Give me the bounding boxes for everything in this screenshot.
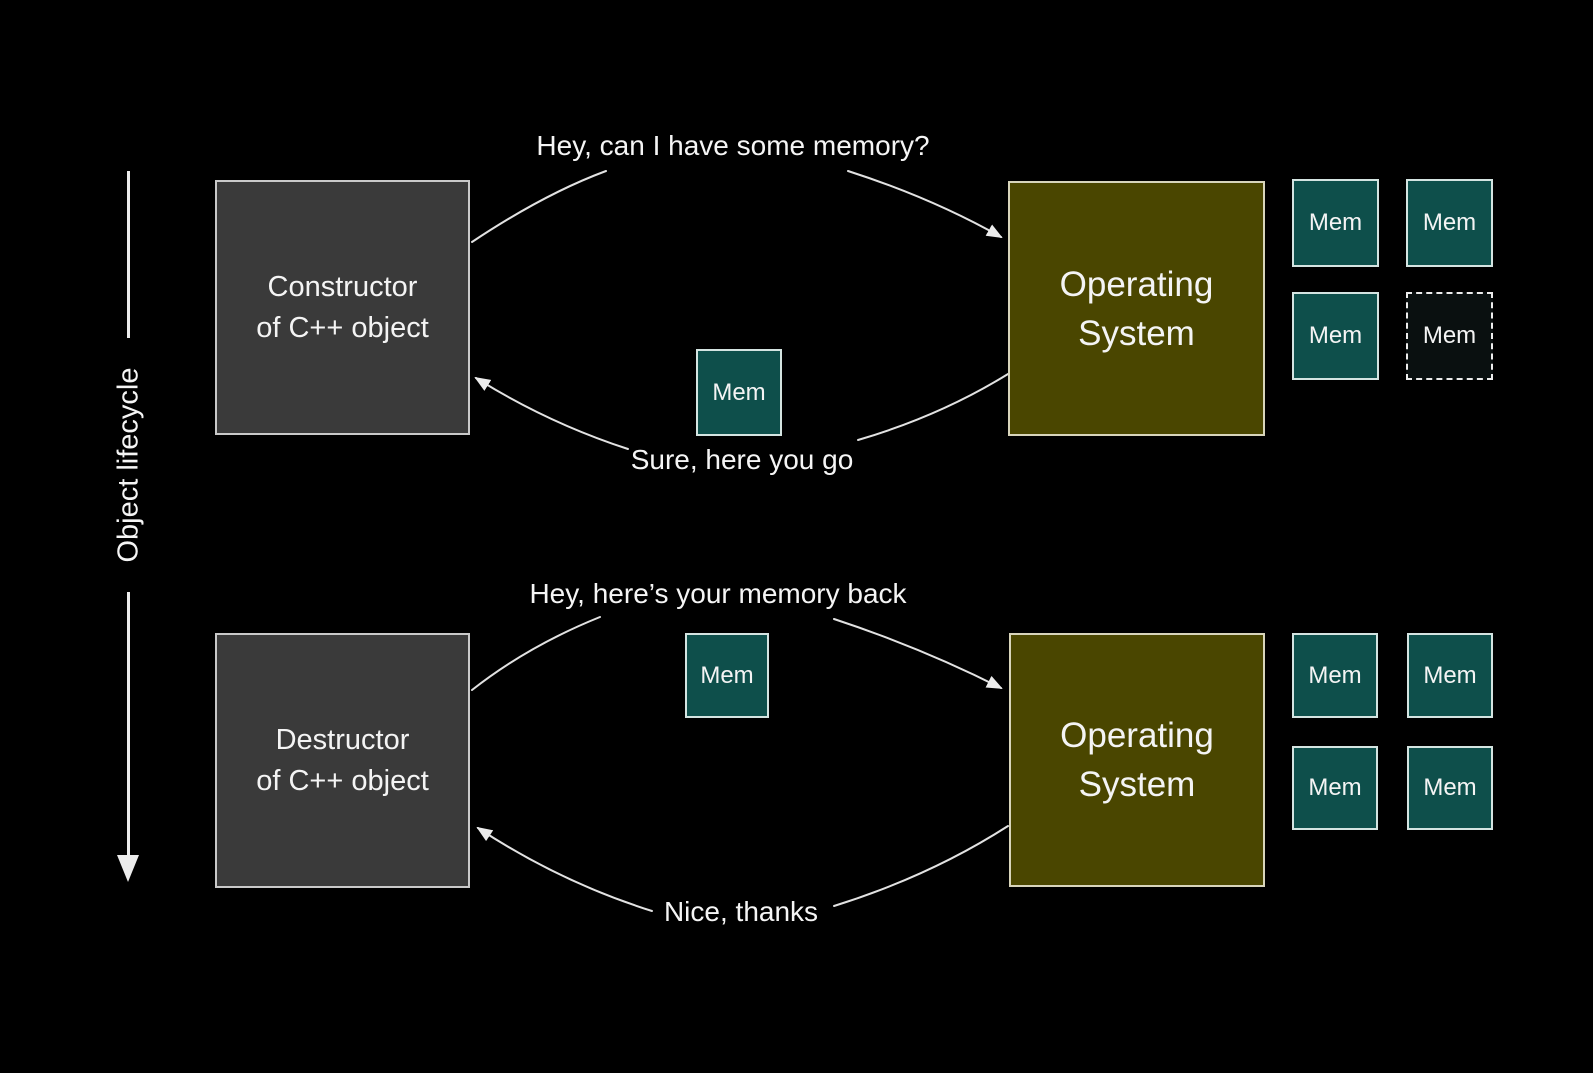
lifecycle-axis-line-top xyxy=(127,171,130,338)
alloc-pool-mem-4-label: Mem xyxy=(1422,322,1477,349)
operating-system-box-bottom: Operating System xyxy=(1009,633,1265,887)
alloc-response-label: Sure, here you go xyxy=(630,444,854,475)
alloc-pool-mem-2-label: Mem xyxy=(1422,209,1477,236)
dealloc-transfer-mem-label: Mem xyxy=(700,661,754,689)
alloc-pool-mem-2: Mem xyxy=(1406,179,1493,267)
constructor-box-label-line1: Constructor xyxy=(267,270,418,303)
dealloc-pool-mem-4-label: Mem xyxy=(1423,774,1477,801)
os-bottom-label-line2: System xyxy=(1078,765,1196,804)
alloc-pool-mem-4-freed: Mem xyxy=(1406,292,1493,380)
lifecycle-axis-line-bottom xyxy=(127,592,130,856)
lifecycle-axis-label: Object lifecycle xyxy=(112,367,145,563)
destructor-box: Destructor of C++ object xyxy=(215,633,470,888)
dealloc-pool-mem-4: Mem xyxy=(1407,746,1493,830)
dealloc-request-arc-right xyxy=(833,618,1003,689)
alloc-pool-mem-1-label: Mem xyxy=(1308,209,1363,236)
dealloc-response-label: Nice, thanks xyxy=(663,896,819,927)
dealloc-pool-mem-1: Mem xyxy=(1292,633,1378,718)
alloc-transfer-mem-chip: Mem xyxy=(696,349,782,436)
alloc-transfer-mem-label: Mem xyxy=(712,378,766,406)
dealloc-response-arc-left xyxy=(476,826,653,912)
destructor-box-label-line2: of C++ object xyxy=(256,764,429,797)
dealloc-pool-mem-2: Mem xyxy=(1407,633,1493,718)
dealloc-request-arc-left xyxy=(471,616,601,691)
constructor-box-label-line2: of C++ object xyxy=(256,311,429,344)
os-top-label-line1: Operating xyxy=(1059,264,1214,304)
lifecycle-axis-arrowhead-icon xyxy=(117,855,139,882)
constructor-box: Constructor of C++ object xyxy=(215,180,470,435)
alloc-request-arc-right xyxy=(847,170,1003,238)
dealloc-pool-mem-2-label: Mem xyxy=(1423,661,1477,689)
dealloc-response-arc-right xyxy=(833,825,1009,907)
operating-system-box-top: Operating System xyxy=(1008,181,1265,436)
alloc-request-arc-left xyxy=(471,170,607,243)
dealloc-request-label: Hey, here’s your memory back xyxy=(529,578,907,609)
alloc-pool-mem-1: Mem xyxy=(1292,179,1379,267)
os-top-label-line2: System xyxy=(1078,313,1195,353)
alloc-pool-mem-3-label: Mem xyxy=(1308,322,1363,349)
alloc-response-arc-right xyxy=(857,373,1009,441)
alloc-response-arc-left xyxy=(474,376,629,450)
alloc-pool-mem-3: Mem xyxy=(1292,292,1379,380)
dealloc-transfer-mem-chip: Mem xyxy=(685,633,769,718)
os-bottom-label-line1: Operating xyxy=(1060,716,1214,755)
dealloc-pool-mem-3: Mem xyxy=(1292,746,1378,830)
dealloc-pool-mem-3-label: Mem xyxy=(1308,774,1362,801)
alloc-request-label: Hey, can I have some memory? xyxy=(536,130,930,161)
destructor-box-label-line1: Destructor xyxy=(275,723,410,756)
dealloc-pool-mem-1-label: Mem xyxy=(1308,661,1362,689)
